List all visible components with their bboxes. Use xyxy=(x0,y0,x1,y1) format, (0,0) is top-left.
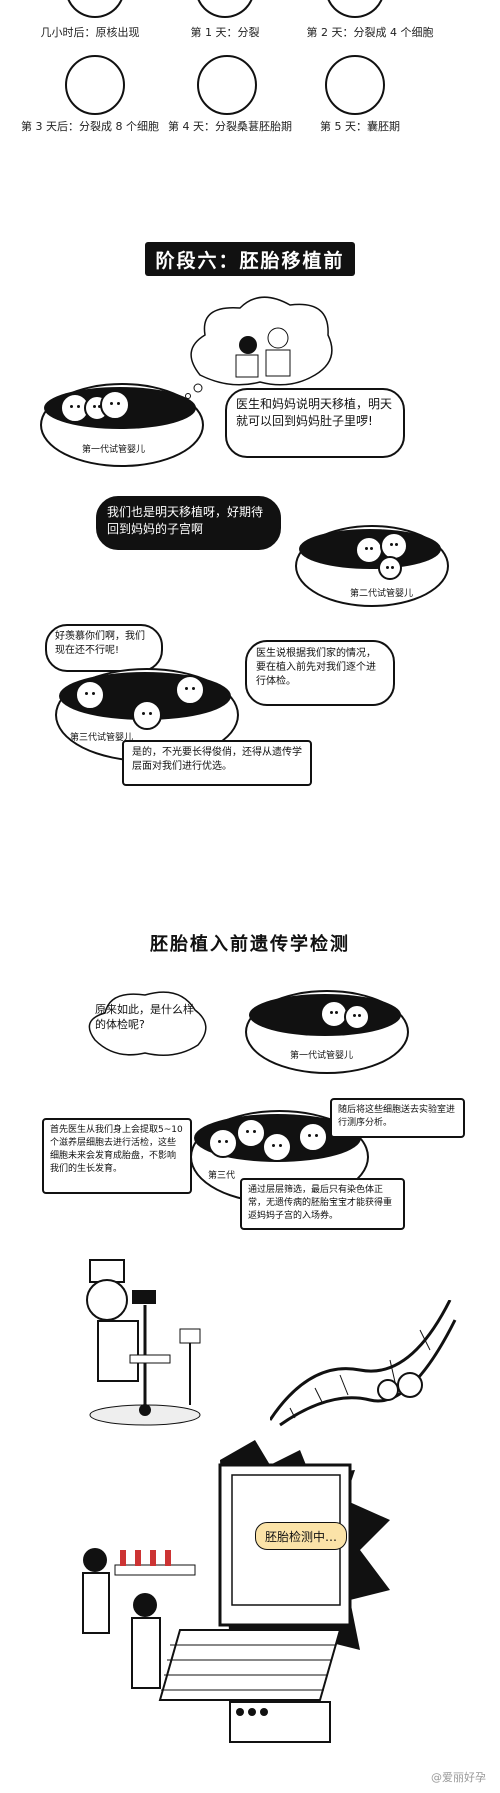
section-title: 胚胎植入前遗传学检测 xyxy=(150,934,350,955)
cell-eight-icon xyxy=(65,55,125,115)
embryo-face xyxy=(262,1132,292,1162)
thought-text: 原来如此，是什么样的体检呢? xyxy=(95,1003,194,1031)
lab-computer-illustration xyxy=(82,1440,390,1743)
cell-four-icon xyxy=(325,0,385,18)
embryo-face xyxy=(380,532,408,560)
thought-cloud-illustration xyxy=(185,296,333,399)
scientist-microscope-illustration xyxy=(86,1259,201,1426)
thought-cloud xyxy=(88,991,207,1056)
stage-caption: 第 4 天：分裂桑葚胚胎期 xyxy=(168,120,292,133)
cell-division-icon xyxy=(195,0,255,18)
embryo-face xyxy=(100,390,130,420)
stage-title: 阶段六：胚胎移植前 xyxy=(145,242,355,276)
embryo-face xyxy=(378,556,402,580)
dish-label: 第三代试管婴儿 xyxy=(70,733,134,743)
dish-label: 第二代试管婴儿 xyxy=(350,589,414,599)
speech-box: 通过层层筛选，最后只有染色体正常，无遗传病的胚胎宝宝才能获得重返妈妈子宫的入场券… xyxy=(240,1178,405,1230)
embryo-face xyxy=(344,1004,370,1030)
dish-label: 第三代 xyxy=(208,1171,236,1181)
embryo-face xyxy=(208,1128,238,1158)
watermark: @爱丽好孕 xyxy=(431,1771,486,1784)
speech-bubble-dark: 我们也是明天移植呀，好期待回到妈妈的子宫啊 xyxy=(96,496,281,550)
embryo-face xyxy=(298,1122,328,1152)
stage-caption: 第 5 天：囊胚期 xyxy=(320,120,400,133)
embryo-face xyxy=(355,536,383,564)
speech-bubble: 好羡慕你们啊，我们现在还不行呢! xyxy=(45,624,163,672)
stage-caption: 第 2 天：分裂成 4 个细胞 xyxy=(306,26,434,39)
embryo-face xyxy=(236,1118,266,1148)
dish-label: 第一代试管婴儿 xyxy=(82,445,146,455)
embryo-face xyxy=(175,675,205,705)
cell-pronucleus-icon xyxy=(65,0,125,18)
dish-label: 第一代试管婴儿 xyxy=(290,1051,354,1061)
speech-box: 随后将这些细胞送去实验室进行测序分析。 xyxy=(330,1098,465,1138)
speech-bubble: 医生和妈妈说明天移植，明天就可以回到妈妈肚子里啰! xyxy=(225,388,405,458)
stage-caption: 第 3 天后：分裂成 8 个细胞 xyxy=(21,120,159,133)
stage-caption: 几小时后：原核出现 xyxy=(40,26,140,39)
speech-box: 首先医生从我们身上会提取5~10 个滋养层细胞去进行活检，这些细胞未来会发育成胎… xyxy=(42,1118,192,1194)
screen-status-bubble: 胚胎检测中… xyxy=(255,1522,347,1550)
speech-bubble: 医生说根据我们家的情况，要在植入前先对我们逐个进行体检。 xyxy=(245,640,395,706)
cell-blastocyst-icon xyxy=(325,55,385,115)
dna-helix-illustration xyxy=(270,1300,457,1427)
speech-box: 是的，不光要长得俊俏，还得从遗传学层面对我们进行优选。 xyxy=(122,740,312,786)
cell-morula-icon xyxy=(197,55,257,115)
embryo-face xyxy=(75,680,105,710)
embryo-face xyxy=(132,700,162,730)
stage-caption: 第 1 天：分裂 xyxy=(190,26,260,39)
